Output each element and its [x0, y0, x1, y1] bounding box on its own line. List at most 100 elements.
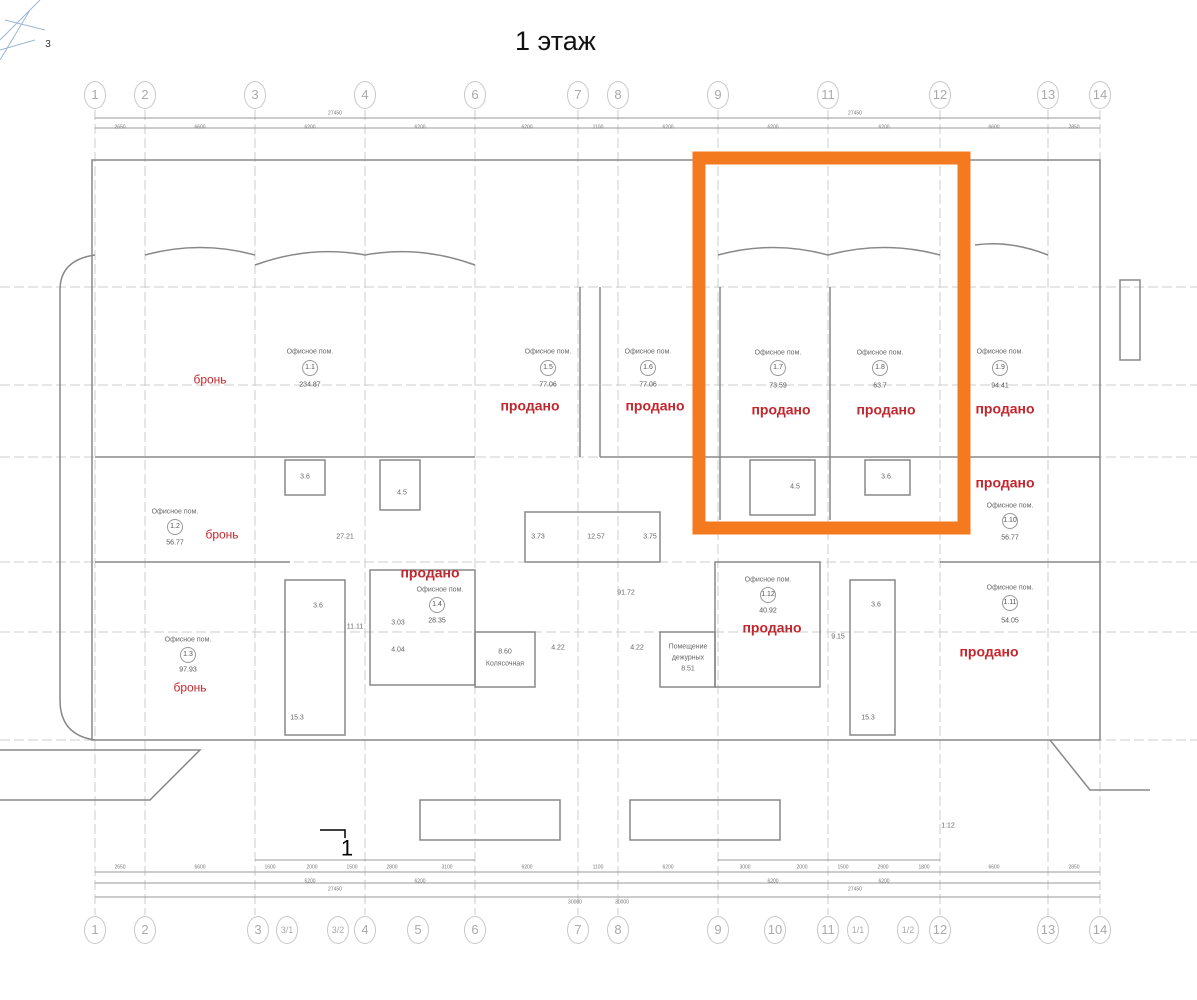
axis-marker: 2	[134, 916, 156, 944]
aux-area: 4.04	[391, 646, 405, 654]
axis-marker: 4	[354, 916, 376, 944]
room-area: 73.59	[769, 382, 787, 390]
room-number[interactable]: 1.10	[1002, 513, 1018, 529]
dimension-sub: 3100	[441, 864, 453, 871]
room-number[interactable]: 1.1	[302, 360, 318, 376]
axis-marker: 11	[817, 916, 839, 944]
dimension-total: 27450	[848, 886, 862, 893]
aux-area: 3.6	[313, 602, 323, 610]
floor-title: 1 этаж	[515, 26, 596, 56]
dimension-sub: 2000	[796, 864, 808, 871]
dimension: 6200	[521, 124, 533, 131]
dimension: 2650	[114, 864, 126, 871]
corner-mark: 3	[45, 38, 51, 50]
aux-area: 4.22	[551, 644, 565, 652]
section-mark-line	[320, 829, 346, 838]
axis-marker: 14	[1089, 81, 1111, 109]
room-type: Офисное пом.	[164, 636, 212, 644]
room-type: Офисное пом.	[986, 584, 1034, 592]
room-status-sold: продано	[751, 401, 811, 418]
room-number[interactable]: 1.3	[180, 647, 196, 663]
dimension-sub: 2800	[386, 864, 398, 871]
room-number[interactable]: 1.5	[540, 360, 556, 376]
room-area: 97.93	[179, 666, 197, 674]
axis-marker: 1/2	[897, 916, 919, 944]
axis-marker: 1	[84, 916, 106, 944]
section-mark: 1	[340, 835, 354, 861]
dimension: 6200	[662, 864, 674, 871]
ramp-label: 1:12	[941, 822, 955, 830]
room-status-reserved: бронь	[193, 372, 227, 387]
room-number[interactable]: 1.7	[770, 360, 786, 376]
dimension-sub: 2000	[306, 864, 318, 871]
room-number[interactable]: 1.2	[167, 519, 183, 535]
axis-marker: 6	[464, 916, 486, 944]
axis-marker: 4	[354, 81, 376, 109]
room-type: Офисное пом.	[286, 348, 334, 356]
room-type: Офисное пом.	[976, 348, 1024, 356]
room-type: Офисное пом.	[524, 348, 572, 356]
room-number[interactable]: 1.4	[429, 597, 445, 613]
corner-decoration	[0, 0, 46, 61]
dimension: 6200	[304, 124, 316, 131]
aux-area: 8.51	[681, 665, 695, 673]
room-area: 56.77	[1001, 534, 1019, 542]
room-status-reserved: бронь	[173, 680, 207, 695]
axis-marker: 3	[244, 81, 266, 109]
room-type: Офисное пом.	[986, 502, 1034, 510]
dimension: 6600	[194, 864, 206, 871]
room-area: 56.77	[166, 539, 184, 547]
axis-marker: 13	[1037, 916, 1059, 944]
aux-area: 3.6	[871, 601, 881, 609]
dimension: 6600	[988, 864, 1000, 871]
aux-area: 3.6	[881, 473, 891, 481]
room-type: Офисное пом.	[151, 508, 199, 516]
aux-area: 11.11	[346, 623, 364, 631]
room-type: Офисное пом.	[744, 576, 792, 584]
dimension: 6600	[194, 124, 206, 131]
room-status-sold: продано	[856, 401, 916, 418]
axis-marker: 1	[84, 81, 106, 109]
axis-marker: 3/2	[327, 916, 349, 944]
axis-marker: 5	[407, 916, 429, 944]
dimension: 6200	[521, 864, 533, 871]
dimension: 2650	[114, 124, 126, 131]
aux-area: 15.3	[290, 714, 304, 722]
axis-marker: 13	[1037, 81, 1059, 109]
aux-room-name: Колясочная	[485, 660, 525, 668]
room-area: 28.35	[428, 617, 446, 625]
room-status-sold: продано	[500, 397, 560, 414]
room-number[interactable]: 1.11	[1002, 595, 1018, 611]
dimension: 2850	[1068, 864, 1080, 871]
axis-marker: 14	[1089, 916, 1111, 944]
dimension-sub: 2900	[877, 864, 889, 871]
axis-marker: 2	[134, 81, 156, 109]
axis-marker: 3/1	[276, 916, 298, 944]
room-status-sold: продано	[400, 564, 460, 581]
room-status-reserved: бронь	[205, 527, 239, 542]
dimension-total: 27450	[328, 110, 342, 117]
dimension: 1100	[592, 124, 604, 131]
aux-room-name: дежурных	[671, 654, 705, 662]
axis-marker: 1/1	[847, 916, 869, 944]
room-area: 234.87	[299, 381, 321, 389]
dimension: 6200	[878, 878, 890, 885]
axis-marker: 7	[567, 916, 589, 944]
axis-marker: 7	[567, 81, 589, 109]
dimension-total: 27450	[848, 110, 862, 117]
aux-area: 8.60	[498, 648, 512, 656]
dimension: 6200	[767, 124, 779, 131]
axis-marker: 9	[707, 81, 729, 109]
axis-marker: 3	[247, 916, 269, 944]
dimension: 6600	[988, 124, 1000, 131]
room-number[interactable]: 1.6	[640, 360, 656, 376]
room-number[interactable]: 1.9	[992, 360, 1008, 376]
aux-area: 91.72	[617, 589, 635, 597]
room-status-sold: продано	[975, 400, 1035, 417]
aux-area: 27.21	[336, 533, 354, 541]
axis-marker: 12	[929, 81, 951, 109]
room-number[interactable]: 1.12	[760, 587, 776, 603]
dimension-total: 27450	[328, 886, 342, 893]
room-status-sold: продано	[742, 619, 802, 636]
room-number[interactable]: 1.8	[872, 360, 888, 376]
